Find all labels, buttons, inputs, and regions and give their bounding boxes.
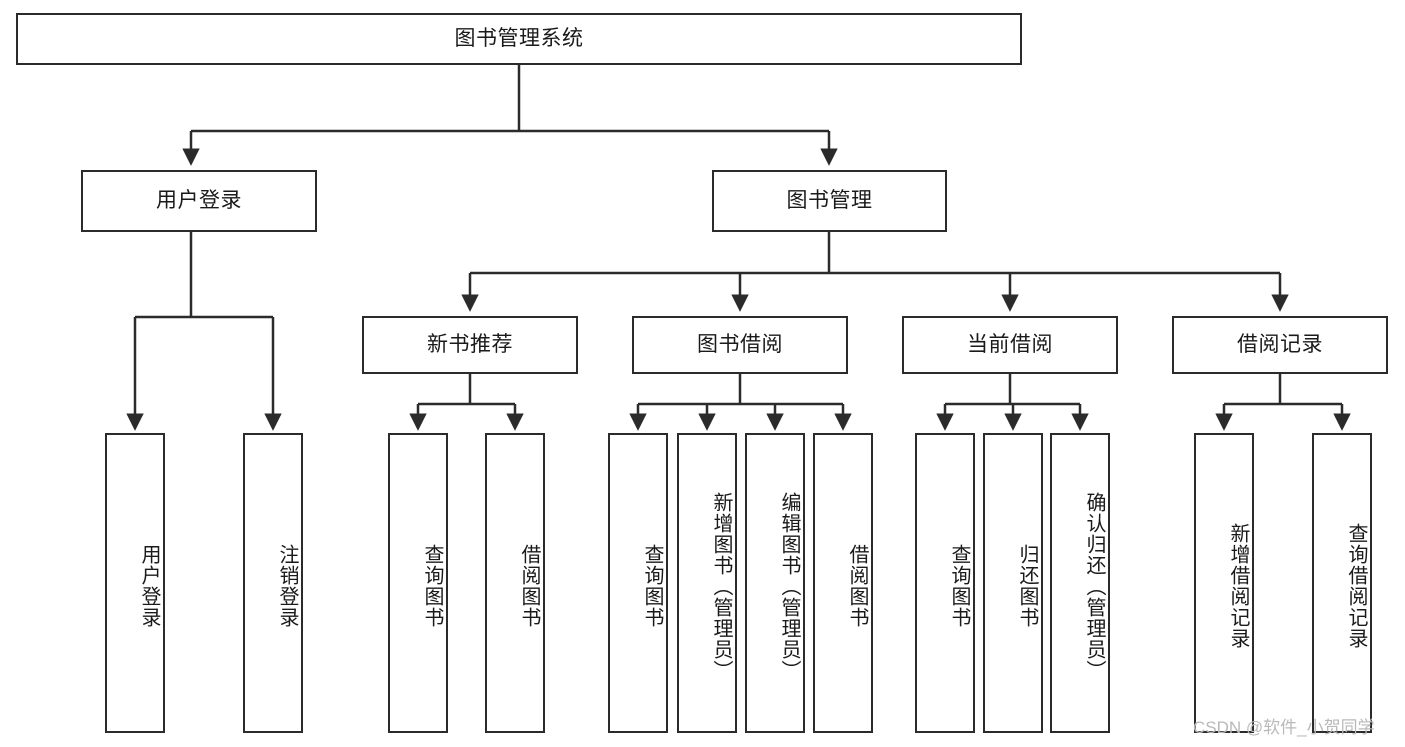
node-leaf-borrow-book-1[interactable]: 借阅图书: [485, 433, 545, 733]
edge-new-book-recommend-to-bus: [418, 374, 515, 406]
node-leaf-edit-book[interactable]: 编辑图书（管理员）: [745, 433, 805, 733]
node-new-book-recommend[interactable]: 新书推荐: [362, 316, 578, 374]
node-book-manage[interactable]: 图书管理: [712, 170, 947, 232]
node-borrow-record[interactable]: 借阅记录: [1172, 316, 1388, 374]
node-label: 当前借阅: [967, 333, 1053, 357]
node-leaf-add-record[interactable]: 新增借阅记录: [1194, 433, 1254, 733]
edge-book-manage-to-bus: [470, 232, 1280, 275]
edge-root-to-bus: [191, 65, 829, 133]
edge-current-borrow-to-bus: [945, 374, 1080, 406]
node-leaf-user-logout[interactable]: 注销登录: [243, 433, 303, 733]
node-leaf-return-book[interactable]: 归还图书: [983, 433, 1043, 733]
node-leaf-confirm-return[interactable]: 确认归还（管理员）: [1050, 433, 1110, 733]
node-label: 新增图书（管理员）: [710, 491, 732, 681]
node-label: 注销登录: [276, 544, 298, 628]
edge-book-borrow-to-bus: [638, 374, 843, 406]
node-label: 新书推荐: [427, 333, 513, 357]
node-label: 借阅记录: [1237, 333, 1323, 357]
node-label: 查询借阅记录: [1345, 523, 1367, 649]
node-label: 图书管理系统: [454, 27, 584, 51]
node-leaf-add-book[interactable]: 新增图书（管理员）: [677, 433, 737, 733]
node-leaf-query-book-1[interactable]: 查询图书: [388, 433, 448, 733]
csdn-watermark: CSDN @软件_小贺同学: [1193, 718, 1375, 737]
node-label: 查询图书: [948, 544, 970, 628]
node-book-borrow[interactable]: 图书借阅: [632, 316, 848, 374]
node-label: 归还图书: [1016, 544, 1038, 628]
node-label: 用户登录: [156, 189, 242, 213]
node-label: 编辑图书（管理员）: [778, 491, 800, 681]
node-leaf-user-login[interactable]: 用户登录: [105, 433, 165, 733]
edge-user-login-to-bus: [135, 232, 273, 319]
node-leaf-query-book-3[interactable]: 查询图书: [915, 433, 975, 733]
node-label: 新增借阅记录: [1227, 523, 1249, 649]
node-label: 用户登录: [138, 544, 160, 628]
node-label: 查询图书: [421, 544, 443, 628]
node-leaf-borrow-book-2[interactable]: 借阅图书: [813, 433, 873, 733]
node-user-login[interactable]: 用户登录: [81, 170, 317, 232]
node-label: 借阅图书: [518, 544, 540, 628]
node-root-book-management-system[interactable]: 图书管理系统: [16, 13, 1022, 65]
node-current-borrow[interactable]: 当前借阅: [902, 316, 1118, 374]
node-label: 确认归还（管理员）: [1083, 491, 1105, 681]
node-label: 图书借阅: [697, 333, 783, 357]
node-label: 查询图书: [641, 544, 663, 628]
node-leaf-query-book-2[interactable]: 查询图书: [608, 433, 668, 733]
edge-borrow-record-to-bus: [1224, 374, 1342, 406]
node-leaf-query-record[interactable]: 查询借阅记录: [1312, 433, 1372, 733]
node-label: 借阅图书: [846, 544, 868, 628]
node-label: 图书管理: [786, 189, 873, 213]
